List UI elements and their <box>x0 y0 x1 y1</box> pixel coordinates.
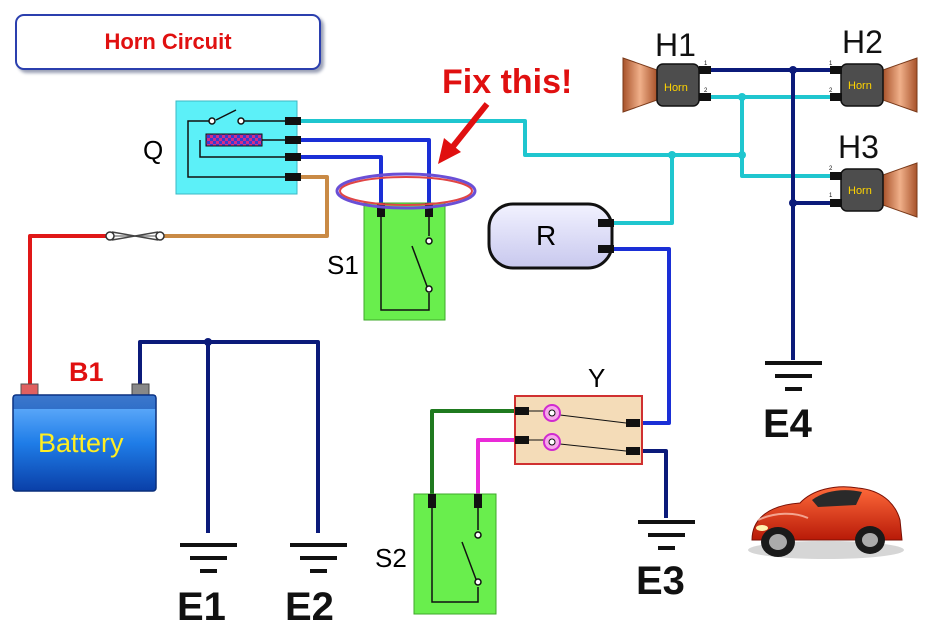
label-e4: E4 <box>763 402 813 446</box>
wire-q-s1-a <box>300 138 431 206</box>
relay-r <box>487 202 614 270</box>
horn-h3-pin2: 2 <box>829 166 833 172</box>
wire-r-feed <box>612 155 674 225</box>
horn-h2: Horn 1 2 <box>829 57 918 113</box>
ground-e4 <box>765 361 822 391</box>
switch-s2 <box>413 493 497 615</box>
label-y: Y <box>588 363 605 393</box>
wire-q-horns <box>300 119 742 157</box>
label-h1: H1 <box>655 27 696 63</box>
switch-s1 <box>363 202 446 321</box>
sports-car-image <box>748 486 904 559</box>
fix-callout: Fix this! <box>442 63 572 101</box>
wire-y-s2-green <box>430 409 515 497</box>
ground-e2 <box>290 543 347 573</box>
label-r: R <box>536 220 556 251</box>
horn-h1-text: Horn <box>664 82 688 94</box>
wires <box>28 68 842 533</box>
label-s2: S2 <box>375 543 407 573</box>
wire-r-y <box>612 247 671 425</box>
battery <box>12 383 157 492</box>
relay-q <box>175 100 301 195</box>
highlight-ring <box>335 172 477 210</box>
label-e1: E1 <box>177 585 226 629</box>
battery-label: Battery <box>38 428 124 458</box>
label-e3: E3 <box>636 559 685 603</box>
label-b1: B1 <box>69 357 104 387</box>
horn-h1-pin2: 2 <box>704 88 708 94</box>
wire-horn-bus <box>740 97 842 178</box>
horn-h3-text: Horn <box>848 185 872 197</box>
label-s1: S1 <box>327 250 359 280</box>
relay-y <box>514 395 643 465</box>
label-e2: E2 <box>285 585 334 629</box>
label-h2: H2 <box>842 24 883 60</box>
wire-fuse-q <box>160 175 329 238</box>
title-box: Horn Circuit <box>15 14 321 70</box>
fuse <box>105 231 165 241</box>
wire-b1-ground <box>138 340 320 533</box>
wire-y-ground <box>640 449 668 518</box>
ground-e1 <box>180 543 237 573</box>
horn-h2-pin1: 1 <box>829 61 833 67</box>
horn-h3-pin1: 1 <box>829 193 833 199</box>
label-q: Q <box>143 135 163 165</box>
horn-h1-pin1: 1 <box>704 61 708 67</box>
wire-battery-positive <box>28 234 110 388</box>
wire-q-s1-b <box>300 155 383 206</box>
wire-y-s2-magenta <box>476 438 515 497</box>
junctions <box>204 66 797 346</box>
horn-h1: Horn 1 2 <box>622 57 711 113</box>
callout-arrow <box>438 102 490 164</box>
diagram-title: Horn Circuit <box>104 29 232 54</box>
horn-h2-text: Horn <box>848 80 872 92</box>
label-h3: H3 <box>838 129 879 165</box>
horn-h2-pin2: 2 <box>829 88 833 94</box>
ground-e3 <box>638 520 695 550</box>
horn-h3: Horn 2 1 <box>829 162 918 218</box>
